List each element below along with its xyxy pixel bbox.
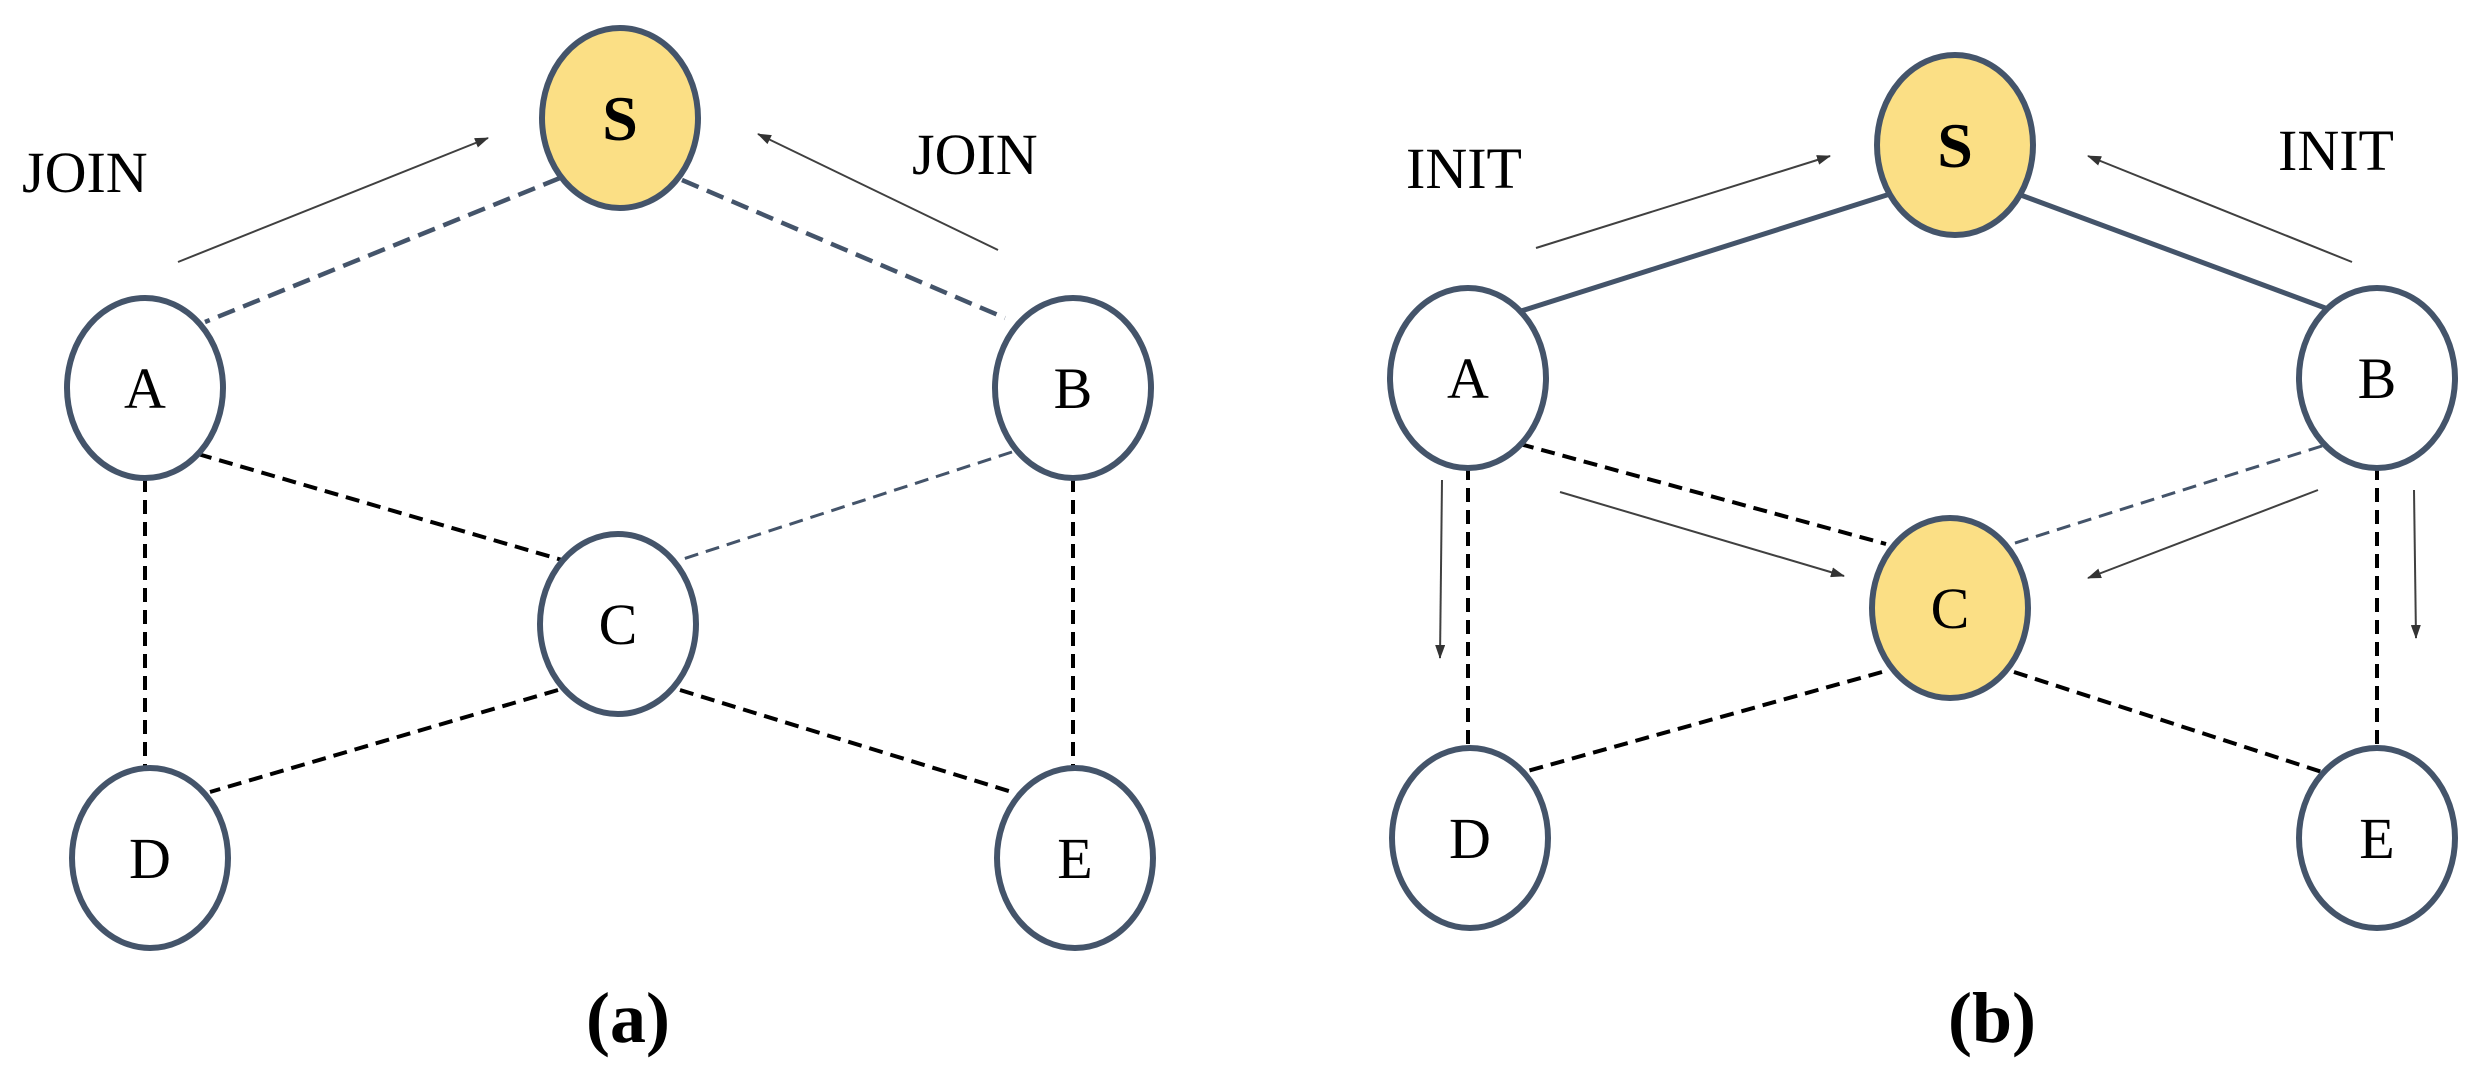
node-c: C bbox=[537, 531, 699, 717]
node-c: C bbox=[1869, 515, 2031, 701]
node-e: E bbox=[2296, 745, 2458, 931]
link-c-d bbox=[1523, 670, 1883, 774]
node-b-label: B bbox=[1054, 356, 1093, 421]
link-c-d bbox=[209, 688, 559, 794]
node-d: D bbox=[1389, 745, 1551, 931]
node-e-label: E bbox=[2359, 806, 2394, 871]
link-b-c bbox=[679, 450, 1013, 562]
node-s-label: S bbox=[602, 83, 638, 154]
node-s-label: S bbox=[1937, 110, 1973, 181]
node-d: D bbox=[69, 765, 231, 951]
link-a-c bbox=[197, 452, 563, 562]
node-e: E bbox=[994, 765, 1156, 951]
node-b: B bbox=[2296, 285, 2458, 471]
node-c-label: C bbox=[1931, 576, 1970, 641]
node-a: A bbox=[64, 295, 226, 481]
panel-caption: (b) bbox=[1948, 978, 2036, 1058]
node-c-label: C bbox=[599, 592, 638, 657]
link-c-e bbox=[679, 688, 1013, 794]
init-arrow-a-d bbox=[1435, 479, 1446, 659]
link-s-a bbox=[1517, 191, 1891, 315]
link-c-e bbox=[2013, 670, 2323, 774]
node-b: B bbox=[992, 295, 1154, 481]
join-arrow-left bbox=[177, 137, 489, 263]
panel-caption: (a) bbox=[586, 978, 670, 1058]
node-s: S bbox=[1874, 52, 2036, 238]
link-s-b bbox=[681, 177, 1006, 321]
node-d-label: D bbox=[1449, 806, 1491, 871]
message-label-right: JOIN bbox=[912, 122, 1038, 187]
init-arrow-b-e bbox=[2410, 489, 2421, 639]
message-label-right: INIT bbox=[2278, 118, 2394, 183]
node-s: S bbox=[539, 25, 701, 211]
panel-a: S A B C D E JOIN JOIN (a) bbox=[22, 25, 1156, 1058]
node-d-label: D bbox=[129, 826, 171, 891]
init-arrow-right bbox=[2087, 155, 2353, 263]
link-s-b bbox=[2017, 191, 2337, 315]
node-e-label: E bbox=[1057, 826, 1092, 891]
init-arrow-a-c bbox=[1559, 491, 1845, 578]
message-label-left: JOIN bbox=[22, 140, 148, 205]
init-arrow-left bbox=[1535, 155, 1831, 249]
link-a-c bbox=[1519, 442, 1887, 546]
node-b-label: B bbox=[2358, 346, 2397, 411]
link-s-a bbox=[204, 175, 561, 325]
node-a-label: A bbox=[124, 356, 166, 421]
init-arrow-b-c bbox=[2087, 489, 2319, 579]
link-b-c bbox=[2011, 444, 2323, 546]
message-label-left: INIT bbox=[1406, 136, 1522, 201]
join-arrow-right bbox=[757, 133, 999, 251]
node-a: A bbox=[1387, 285, 1549, 471]
node-a-label: A bbox=[1447, 346, 1489, 411]
panel-b: S A B C D E INIT INIT (b) bbox=[1387, 52, 2458, 1058]
